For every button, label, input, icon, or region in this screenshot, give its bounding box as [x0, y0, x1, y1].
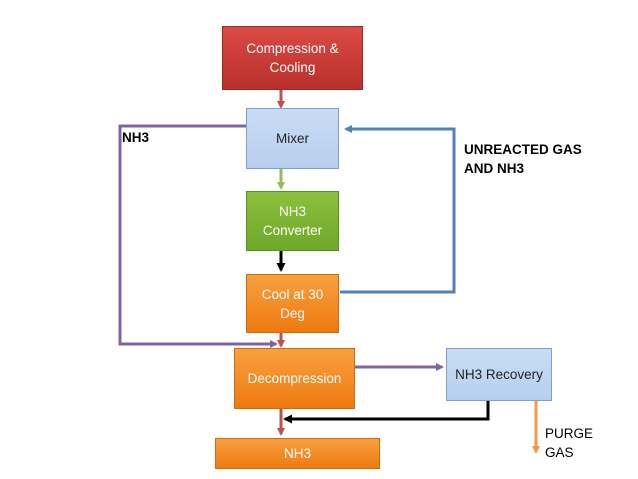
compression-cooling-box: Compression & Cooling [222, 26, 363, 90]
decompression-box: Decompression [234, 348, 355, 409]
nh3-converter-box: NH3 Converter [246, 191, 339, 251]
cool-box: Cool at 30 Deg [246, 274, 339, 333]
nh3-product-label: NH3 [283, 446, 311, 461]
unreacted-gas-label: UNREACTED GAS AND NH3 [464, 142, 582, 176]
arrow-nh3-recycle [118, 124, 278, 348]
decompression-label: Decompression [247, 371, 342, 386]
arrow-recovery-return [283, 401, 490, 424]
nh3-recycle-label: NH3 [122, 130, 150, 145]
cool-label: Cool at 30 Deg [261, 286, 324, 321]
nh3-recovery-box: NH3 Recovery [446, 348, 552, 401]
nh3-recovery-label: NH3 Recovery [455, 367, 543, 382]
purge-gas-label: PURGE GAS [545, 426, 594, 460]
nh3-converter-label: NH3 Converter [262, 204, 323, 238]
compression-cooling-label: Compression & Cooling [246, 41, 339, 75]
mixer-label: Mixer [276, 131, 309, 146]
nh3-product-box: NH3 [215, 438, 380, 469]
mixer-box: Mixer [246, 108, 339, 169]
arrow-unreacted-gas [340, 125, 456, 294]
